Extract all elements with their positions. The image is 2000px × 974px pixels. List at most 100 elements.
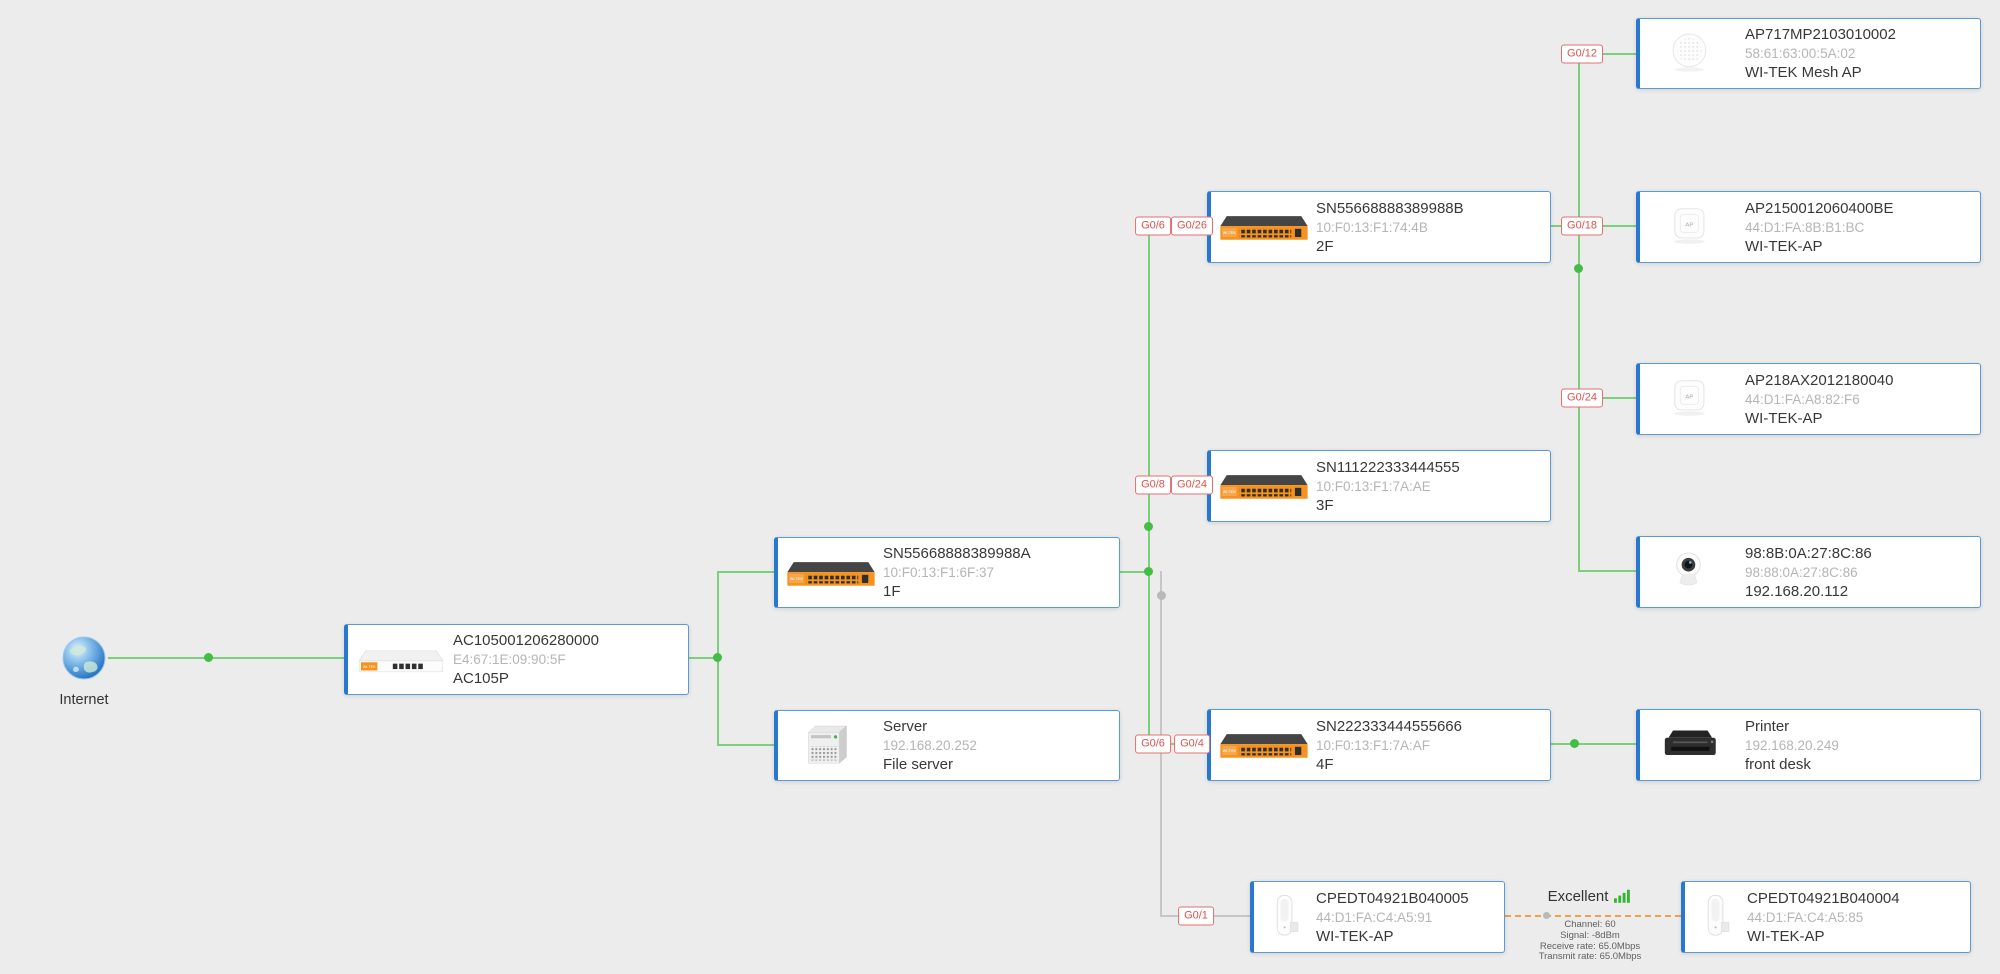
wireless-channel: Channel: 60 [1564,919,1616,930]
link-sw4f-printer [1551,743,1636,745]
node-name: WI-TEK-AP [1745,409,1823,427]
printer-icon [1640,720,1745,770]
port-label-cpe-uplink: G0/1 [1178,906,1214,926]
node-name: WI-TEK Mesh AP [1745,64,1862,81]
node-mac: E4:67:1E:09:90:5F [453,652,566,667]
link-internet-ac [108,657,344,659]
node-card-printer[interactable]: Printer 192.168.20.249 front desk [1636,709,1981,781]
node-title: SN111222333444555 [1316,458,1460,476]
globe-icon [62,636,106,680]
node-card-mesh-ap[interactable]: AP717MP2103010002 58:61:63:00:5A:02 WI-T… [1636,18,1981,89]
wireless-link-quality: Excellent [1515,888,1665,905]
node-title: AP2150012060400BE [1745,199,1894,217]
node-info: SN222333444555666 10:F0:13:F1:7A:AF 4F [1316,718,1462,773]
node-title: SN55668888389988A [883,545,1031,562]
port-label-sw2f-uplink: G0/6 [1135,216,1171,236]
wireless-quality-text: Excellent [1547,888,1609,905]
node-title: AP717MP2103010002 [1745,26,1896,43]
node-card-switch-3f[interactable]: SN111222333444555 10:F0:13:F1:7A:AE 3F [1207,450,1551,522]
node-mac: 58:61:63:00:5A:02 [1745,46,1856,61]
port-label-sw3f-uplink: G0/8 [1135,475,1171,495]
node-info: AP218AX2012180040 44:D1:FA:A8:82:F6 WI-T… [1745,372,1893,427]
node-title: SN222333444555666 [1316,717,1462,735]
node-mac: 192.168.20.249 [1745,737,1839,753]
port-label-ap215: G0/18 [1561,216,1603,236]
link-branch-server [718,744,774,746]
cpe-icon [1254,891,1316,943]
access-point-icon [1640,374,1745,424]
node-card-cpe-040005[interactable]: CPEDT04921B040005 44:D1:FA:C4:A5:91 WI-T… [1250,881,1505,953]
node-name: WI-TEK-AP [1316,927,1394,945]
node-mac: 44:D1:FA:A8:82:F6 [1745,391,1860,407]
router-icon [348,635,453,685]
port-label-sw4f-local: G0/4 [1174,734,1210,754]
node-info: SN55668888389988B 10:F0:13:F1:74:4B 2F [1316,200,1464,255]
node-name: 2F [1316,237,1334,255]
link-branch-sw1f [718,571,774,573]
link-sw2f-trunk-vertical [1578,53,1580,572]
link-trunk-ap218 [1578,397,1636,399]
port-label-mesh: G0/12 [1561,44,1603,64]
internet-node[interactable] [60,634,108,687]
link-dot [204,653,213,662]
wireless-link-stats: Channel: 60 Signal: -8dBm Receive rate: … [1515,919,1665,963]
internet-label: Internet [59,692,109,708]
access-point-icon [1640,202,1745,252]
node-mac: 44:D1:FA:C4:A5:85 [1747,909,1864,925]
node-title: CPEDT04921B040005 [1316,889,1469,907]
node-info: AP717MP2103010002 58:61:63:00:5A:02 WI-T… [1745,26,1896,81]
camera-icon [1640,547,1745,597]
node-name: File server [883,756,954,773]
link-sw1f-trunk [1120,571,1149,573]
node-info: 98:8B:0A:27:8C:86 98:88:0A:27:8C:86 192.… [1745,545,1872,600]
node-name: 1F [883,583,901,600]
port-label-sw3f-local: G0/24 [1171,475,1213,495]
node-info: SN111222333444555 10:F0:13:F1:7A:AE 3F [1316,459,1460,514]
node-title: AC105001206280000 [453,632,599,649]
node-name: 3F [1316,496,1334,514]
node-card-ap215[interactable]: AP2150012060400BE 44:D1:FA:8B:B1:BC WI-T… [1636,191,1981,263]
node-mac: 10:F0:13:F1:6F:37 [883,565,995,580]
node-info: CPEDT04921B040005 44:D1:FA:C4:A5:91 WI-T… [1316,890,1469,945]
node-card-switch-2f[interactable]: SN55668888389988B 10:F0:13:F1:74:4B 2F [1207,191,1551,263]
node-title: CPEDT04921B040004 [1747,889,1900,907]
link-ac-branch [689,657,718,659]
node-card-switch-1f[interactable]: SN55668888389988A 10:F0:13:F1:6F:37 1F [774,537,1120,608]
link-trunk-meshap [1578,53,1636,55]
node-card-camera[interactable]: 98:8B:0A:27:8C:86 98:88:0A:27:8C:86 192.… [1636,536,1981,608]
node-mac: 44:D1:FA:C4:A5:91 [1316,909,1433,925]
node-card-switch-4f[interactable]: SN222333444555666 10:F0:13:F1:7A:AF 4F [1207,709,1551,781]
link-dot-gray [1543,912,1550,919]
node-name: front desk [1745,755,1811,773]
link-dot-gray [1157,591,1166,600]
node-info: Server 192.168.20.252 File server [883,718,977,773]
node-title: 98:8B:0A:27:8C:86 [1745,544,1872,562]
wireless-receive-rate: Receive rate: 65.0Mbps [1539,940,1641,952]
node-info: SN55668888389988A 10:F0:13:F1:6F:37 1F [883,545,1031,600]
server-icon [778,721,883,771]
node-title: Printer [1745,717,1790,735]
link-dot [1574,264,1583,273]
link-wireless-dashed [1505,915,1681,917]
node-info: AC105001206280000 E4:67:1E:09:90:5F AC10… [453,632,599,687]
node-card-ap218[interactable]: AP218AX2012180040 44:D1:FA:A8:82:F6 WI-T… [1636,363,1981,435]
node-card-cpe-040004[interactable]: CPEDT04921B040004 44:D1:FA:C4:A5:85 WI-T… [1681,881,1971,953]
port-label-sw2f-local: G0/26 [1171,216,1213,236]
node-name: 192.168.20.112 [1745,582,1849,600]
node-title: AP218AX2012180040 [1745,371,1894,389]
switch-icon [1211,202,1316,252]
link-dot [1144,522,1153,531]
switch-icon [1211,720,1316,770]
link-dot [713,653,722,662]
node-info: CPEDT04921B040004 44:D1:FA:C4:A5:85 WI-T… [1747,890,1900,945]
node-mac: 10:F0:13:F1:7A:AF [1316,737,1431,753]
node-mac: 10:F0:13:F1:7A:AE [1316,478,1431,494]
node-card-ac105p[interactable]: AC105001206280000 E4:67:1E:09:90:5F AC10… [344,624,689,695]
wireless-signal: Signal: -8dBm [1560,929,1620,941]
node-title: SN55668888389988B [1316,199,1464,217]
cpe-icon [1685,891,1747,943]
node-info: Printer 192.168.20.249 front desk [1745,718,1839,773]
mesh-ap-icon [1640,29,1745,79]
node-card-file-server[interactable]: Server 192.168.20.252 File server [774,710,1120,781]
link-dot [1144,567,1153,576]
